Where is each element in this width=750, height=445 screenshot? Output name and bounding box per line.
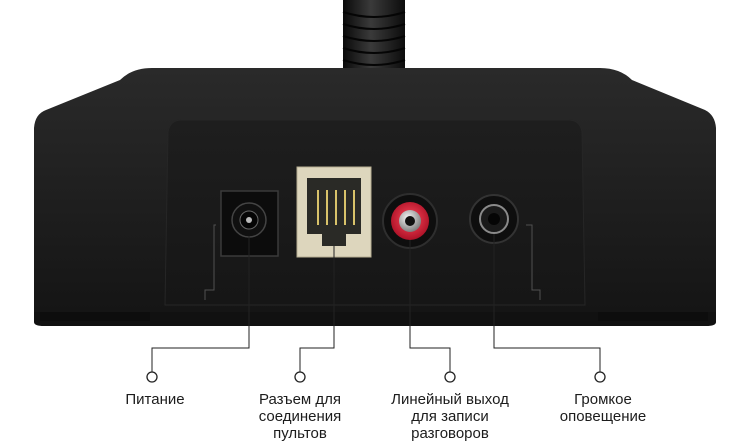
callout-rj	[299, 246, 335, 372]
callout-line	[409, 240, 451, 372]
console-base	[34, 68, 716, 326]
label-loudspeaker: Громкое оповещение	[543, 391, 663, 425]
callout-loud	[493, 234, 601, 372]
label-line: Громкое	[574, 391, 632, 408]
label-console-connector: Разъем для соединения пультов	[230, 391, 370, 442]
label-line: пультов	[273, 425, 327, 442]
callout-power	[151, 236, 250, 372]
label-line-out: Линейный выход для записи разговоров	[375, 391, 525, 442]
label-line: разговоров	[411, 425, 489, 442]
gooseneck	[342, 0, 406, 72]
rj-connector	[296, 166, 372, 258]
label-line: для записи	[411, 408, 489, 425]
label-line: Линейный выход	[391, 391, 509, 408]
callout-lines	[146, 234, 606, 383]
label-power: Питание	[105, 391, 205, 408]
label-line: оповещение	[559, 408, 647, 425]
label-line: соединения	[258, 408, 342, 425]
label-line: Питание	[125, 391, 185, 408]
label-line: Разъем для	[258, 391, 342, 408]
rca-jack	[382, 193, 438, 249]
